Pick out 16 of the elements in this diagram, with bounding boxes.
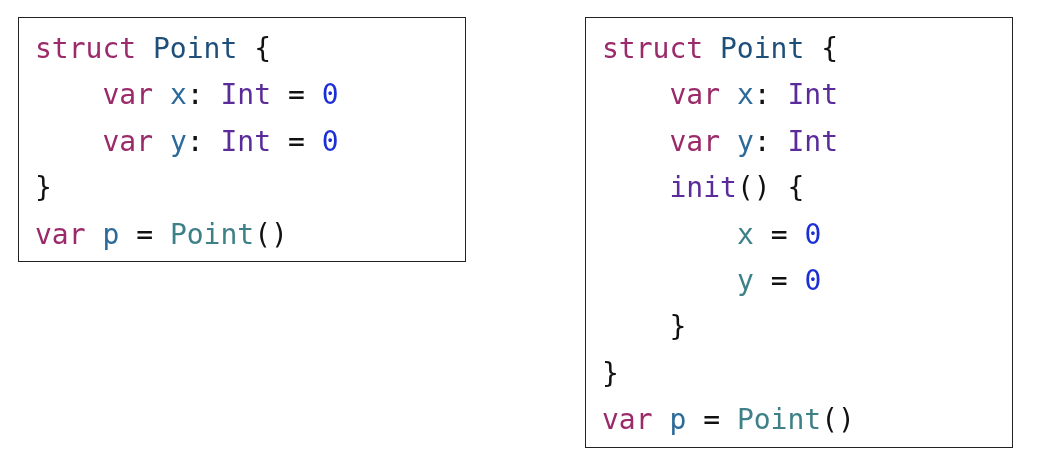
code-line: var y: Int = 0 bbox=[102, 124, 339, 159]
code-line: var x: Int bbox=[669, 78, 839, 113]
code-line: var y: Int bbox=[669, 124, 839, 159]
code-line: y = 0 bbox=[737, 264, 822, 298]
code-line: } bbox=[669, 310, 687, 345]
code-line: var p = Point() bbox=[602, 403, 855, 438]
code-line: } bbox=[602, 356, 619, 391]
code-line: } bbox=[35, 171, 52, 206]
code-line: x = 0 bbox=[737, 217, 822, 252]
code-line: var p = Point() bbox=[35, 217, 288, 252]
code-box bbox=[18, 17, 466, 262]
code-line: struct Point { bbox=[35, 32, 272, 66]
code-line: var x: Int = 0 bbox=[102, 78, 339, 113]
code-line: init() { bbox=[669, 171, 805, 206]
code-box bbox=[585, 17, 1013, 448]
code-line: struct Point { bbox=[602, 32, 839, 66]
